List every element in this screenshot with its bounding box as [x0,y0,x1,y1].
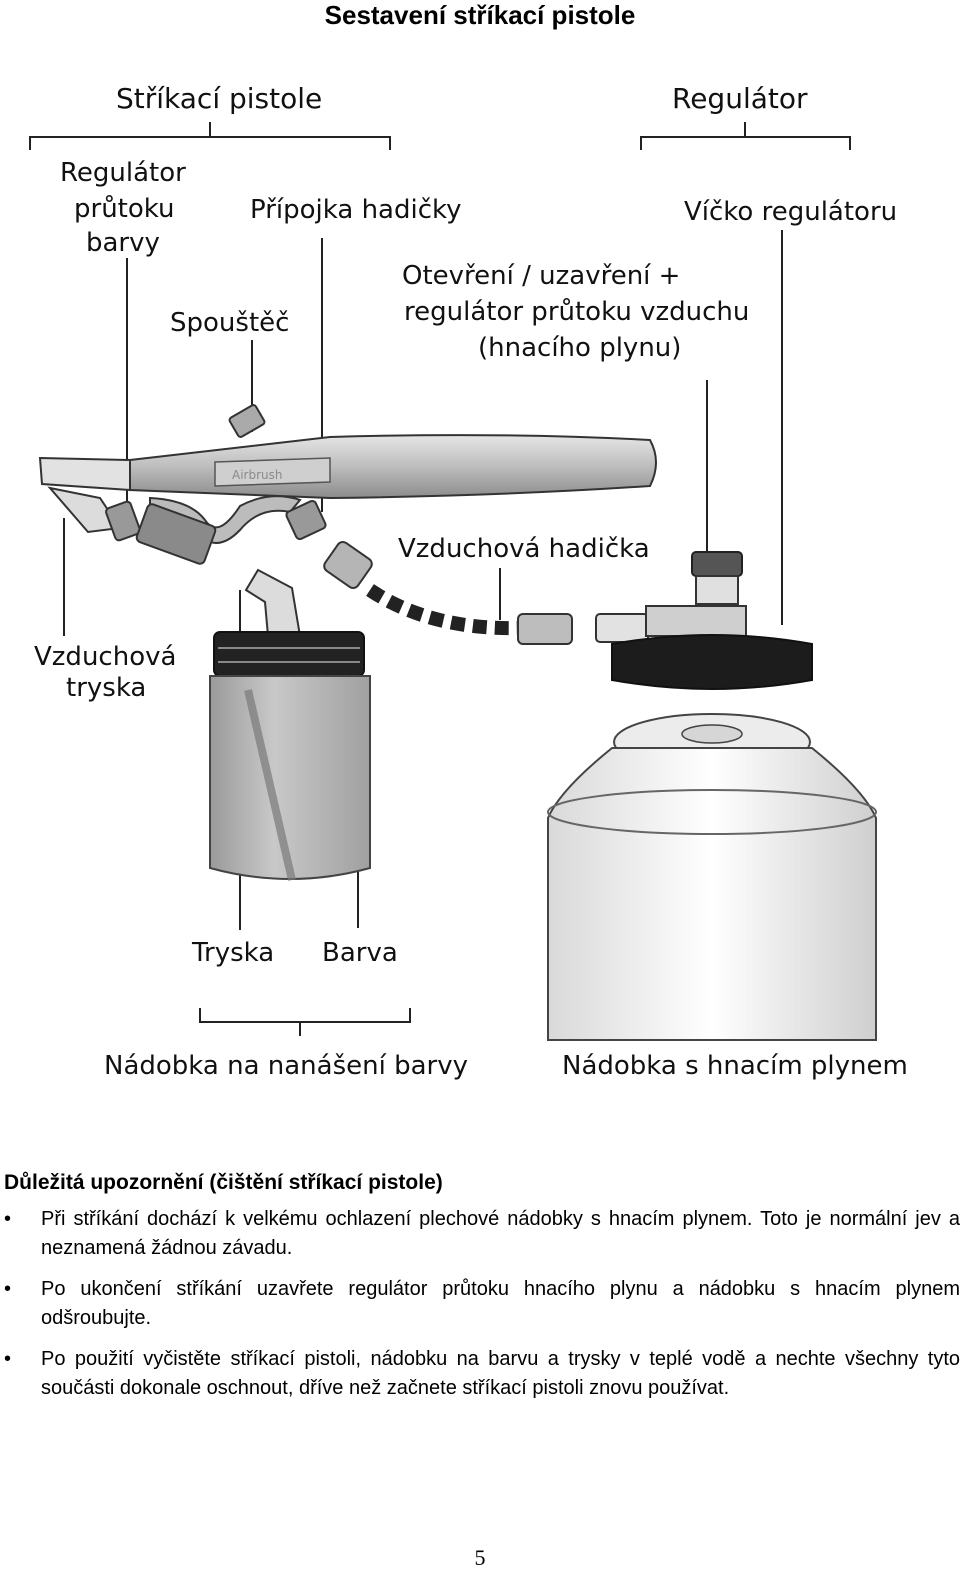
trigger-knob [229,404,266,438]
label-air-nozzle-2: tryska [66,673,146,703]
label-paint-flow-3: barvy [86,228,160,258]
bracket-regulator [641,122,850,150]
label-trigger: Spouštěč [170,308,289,338]
note-item: Po použití vyčistěte stříkací pistoli, n… [0,1345,960,1403]
label-air-flow-1: Otevření / uzavření + [402,261,680,291]
bracket-gun [30,122,390,150]
label-nozzle: Tryska [191,938,274,968]
label-regulator: Regulátor [672,82,808,115]
label-paint: Barva [322,938,398,968]
airbrush-assembly-diagram: Airbrush Stříkací pistole [0,0,960,1110]
page-number: 5 [0,1545,960,1571]
label-stirkaci-pistole: Stříkací pistole [116,82,322,115]
bracket-paint-container [200,1008,410,1036]
label-air-flow-3: (hnacího plynu) [478,333,681,363]
gas-can [548,714,876,1040]
label-air-hose: Vzduchová hadička [398,534,650,564]
label-gas-container: Nádobka s hnacím plynem [562,1051,908,1081]
label-air-flow-2: regulátor průtoku vzduchu [404,297,749,327]
label-paint-flow-1: Regulátor [60,158,186,188]
label-paint-flow-2: průtoku [74,194,175,224]
cleaning-notes: Důležitá upozornění (čištění stříkací pi… [0,1168,960,1415]
notes-heading: Důležitá upozornění (čištění stříkací pi… [4,1168,960,1197]
label-paint-container: Nádobka na nanášení barvy [104,1051,468,1081]
label-air-nozzle-1: Vzduchová [34,642,176,672]
note-item: Po ukončení stříkání uzavřete regulátor … [0,1275,960,1333]
note-item: Při stříkání dochází k velkému ochlazení… [0,1205,960,1263]
airbrush-brand-text: Airbrush [232,468,283,482]
notes-list: Při stříkání dochází k velkému ochlazení… [0,1205,960,1403]
label-hose-connector: Přípojka hadičky [250,195,462,225]
regulator [596,552,812,689]
label-regulator-cap: Víčko regulátoru [684,197,897,227]
paint-jar [210,570,370,880]
